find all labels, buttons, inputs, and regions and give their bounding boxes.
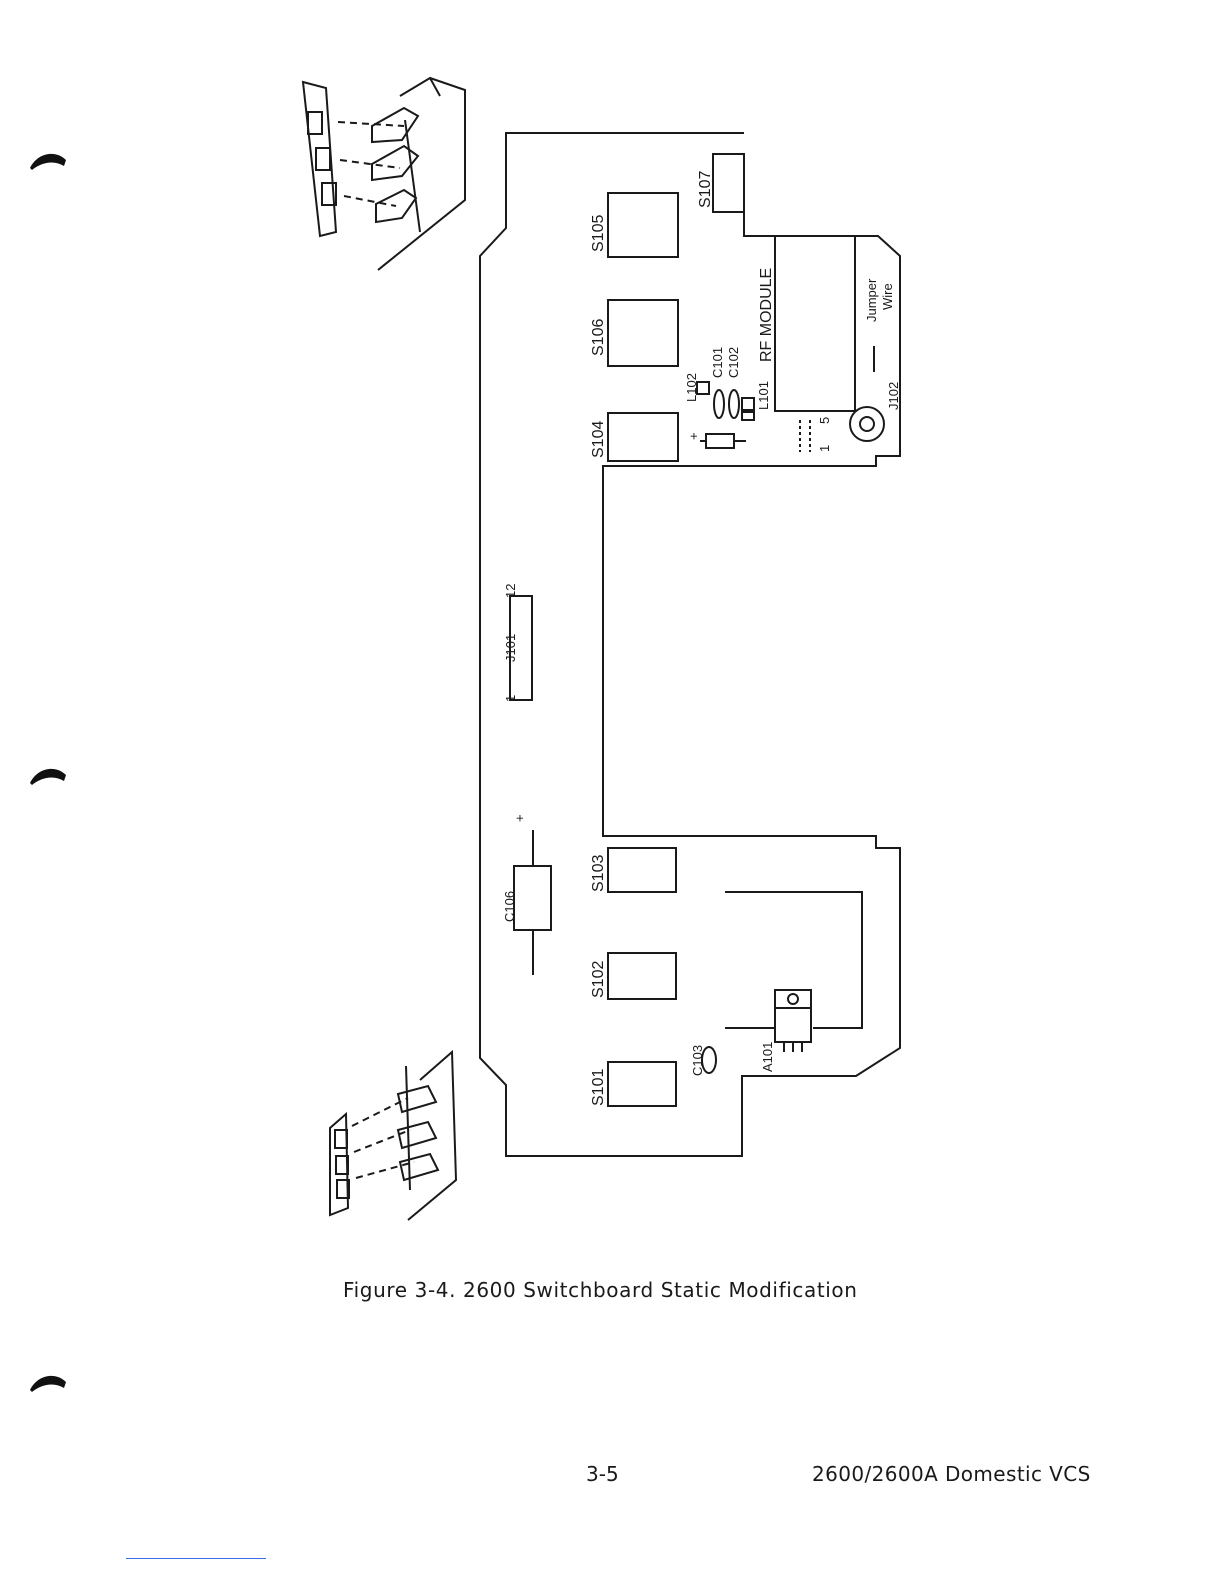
label-s107: S107 xyxy=(697,171,714,208)
capacitor-c102 xyxy=(729,390,739,418)
switch-s107 xyxy=(713,154,744,212)
capacitor-c101 xyxy=(714,390,724,418)
switch-s101 xyxy=(608,1062,676,1106)
inset-detail-bottom xyxy=(330,1052,456,1220)
switchboard-diagram: S105 S106 S104 S107 S103 S102 S101 L102 … xyxy=(0,0,1224,1260)
inductor-l101 xyxy=(742,398,754,410)
label-plus-r: + xyxy=(686,432,701,440)
switch-s105 xyxy=(608,193,678,257)
label-jumper-wire: Jumper xyxy=(864,278,879,322)
label-j101-pin1: 1 xyxy=(503,695,518,702)
switch-s103 xyxy=(608,848,676,892)
resistor-r xyxy=(706,434,734,448)
label-s102: S102 xyxy=(590,961,607,998)
label-s104: S104 xyxy=(590,421,607,458)
rf-module xyxy=(775,236,855,411)
switch-s102 xyxy=(608,953,676,999)
capacitor-c106 xyxy=(514,866,551,930)
label-j101-pin12: 12 xyxy=(503,584,518,598)
label-s105: S105 xyxy=(590,215,607,252)
binder-hole-mark xyxy=(30,1372,68,1392)
label-c102: C102 xyxy=(726,347,741,378)
label-plus-c106: + xyxy=(512,814,527,822)
label-pin-1: 1 xyxy=(817,445,832,452)
label-s106: S106 xyxy=(590,319,607,356)
label-s101: S101 xyxy=(590,1069,607,1106)
footer-rule xyxy=(126,1558,266,1559)
figure-caption: Figure 3-4. 2600 Switchboard Static Modi… xyxy=(343,1278,858,1302)
label-jumper-wire-2: Wire xyxy=(880,283,895,310)
label-c103: C103 xyxy=(690,1045,705,1076)
document-title: 2600/2600A Domestic VCS xyxy=(812,1462,1091,1486)
label-j101: J101 xyxy=(503,634,518,662)
label-c101: C101 xyxy=(710,347,725,378)
switch-s104 xyxy=(608,413,678,461)
label-pin-5: 5 xyxy=(817,417,832,424)
label-s103: S103 xyxy=(590,855,607,892)
label-l102: L102 xyxy=(684,373,699,402)
label-j102: J102 xyxy=(886,382,901,410)
label-rf-module: RF MODULE xyxy=(758,268,775,362)
page-number: 3-5 xyxy=(586,1462,619,1486)
regulator-a101 xyxy=(775,990,811,1042)
board-outline xyxy=(480,133,900,1156)
label-l101: L101 xyxy=(756,381,771,410)
inset-detail-top xyxy=(303,78,465,270)
label-a101: A101 xyxy=(760,1042,775,1072)
switch-s106 xyxy=(608,300,678,366)
label-c106: C106 xyxy=(502,891,517,922)
j102-jack xyxy=(850,407,884,441)
